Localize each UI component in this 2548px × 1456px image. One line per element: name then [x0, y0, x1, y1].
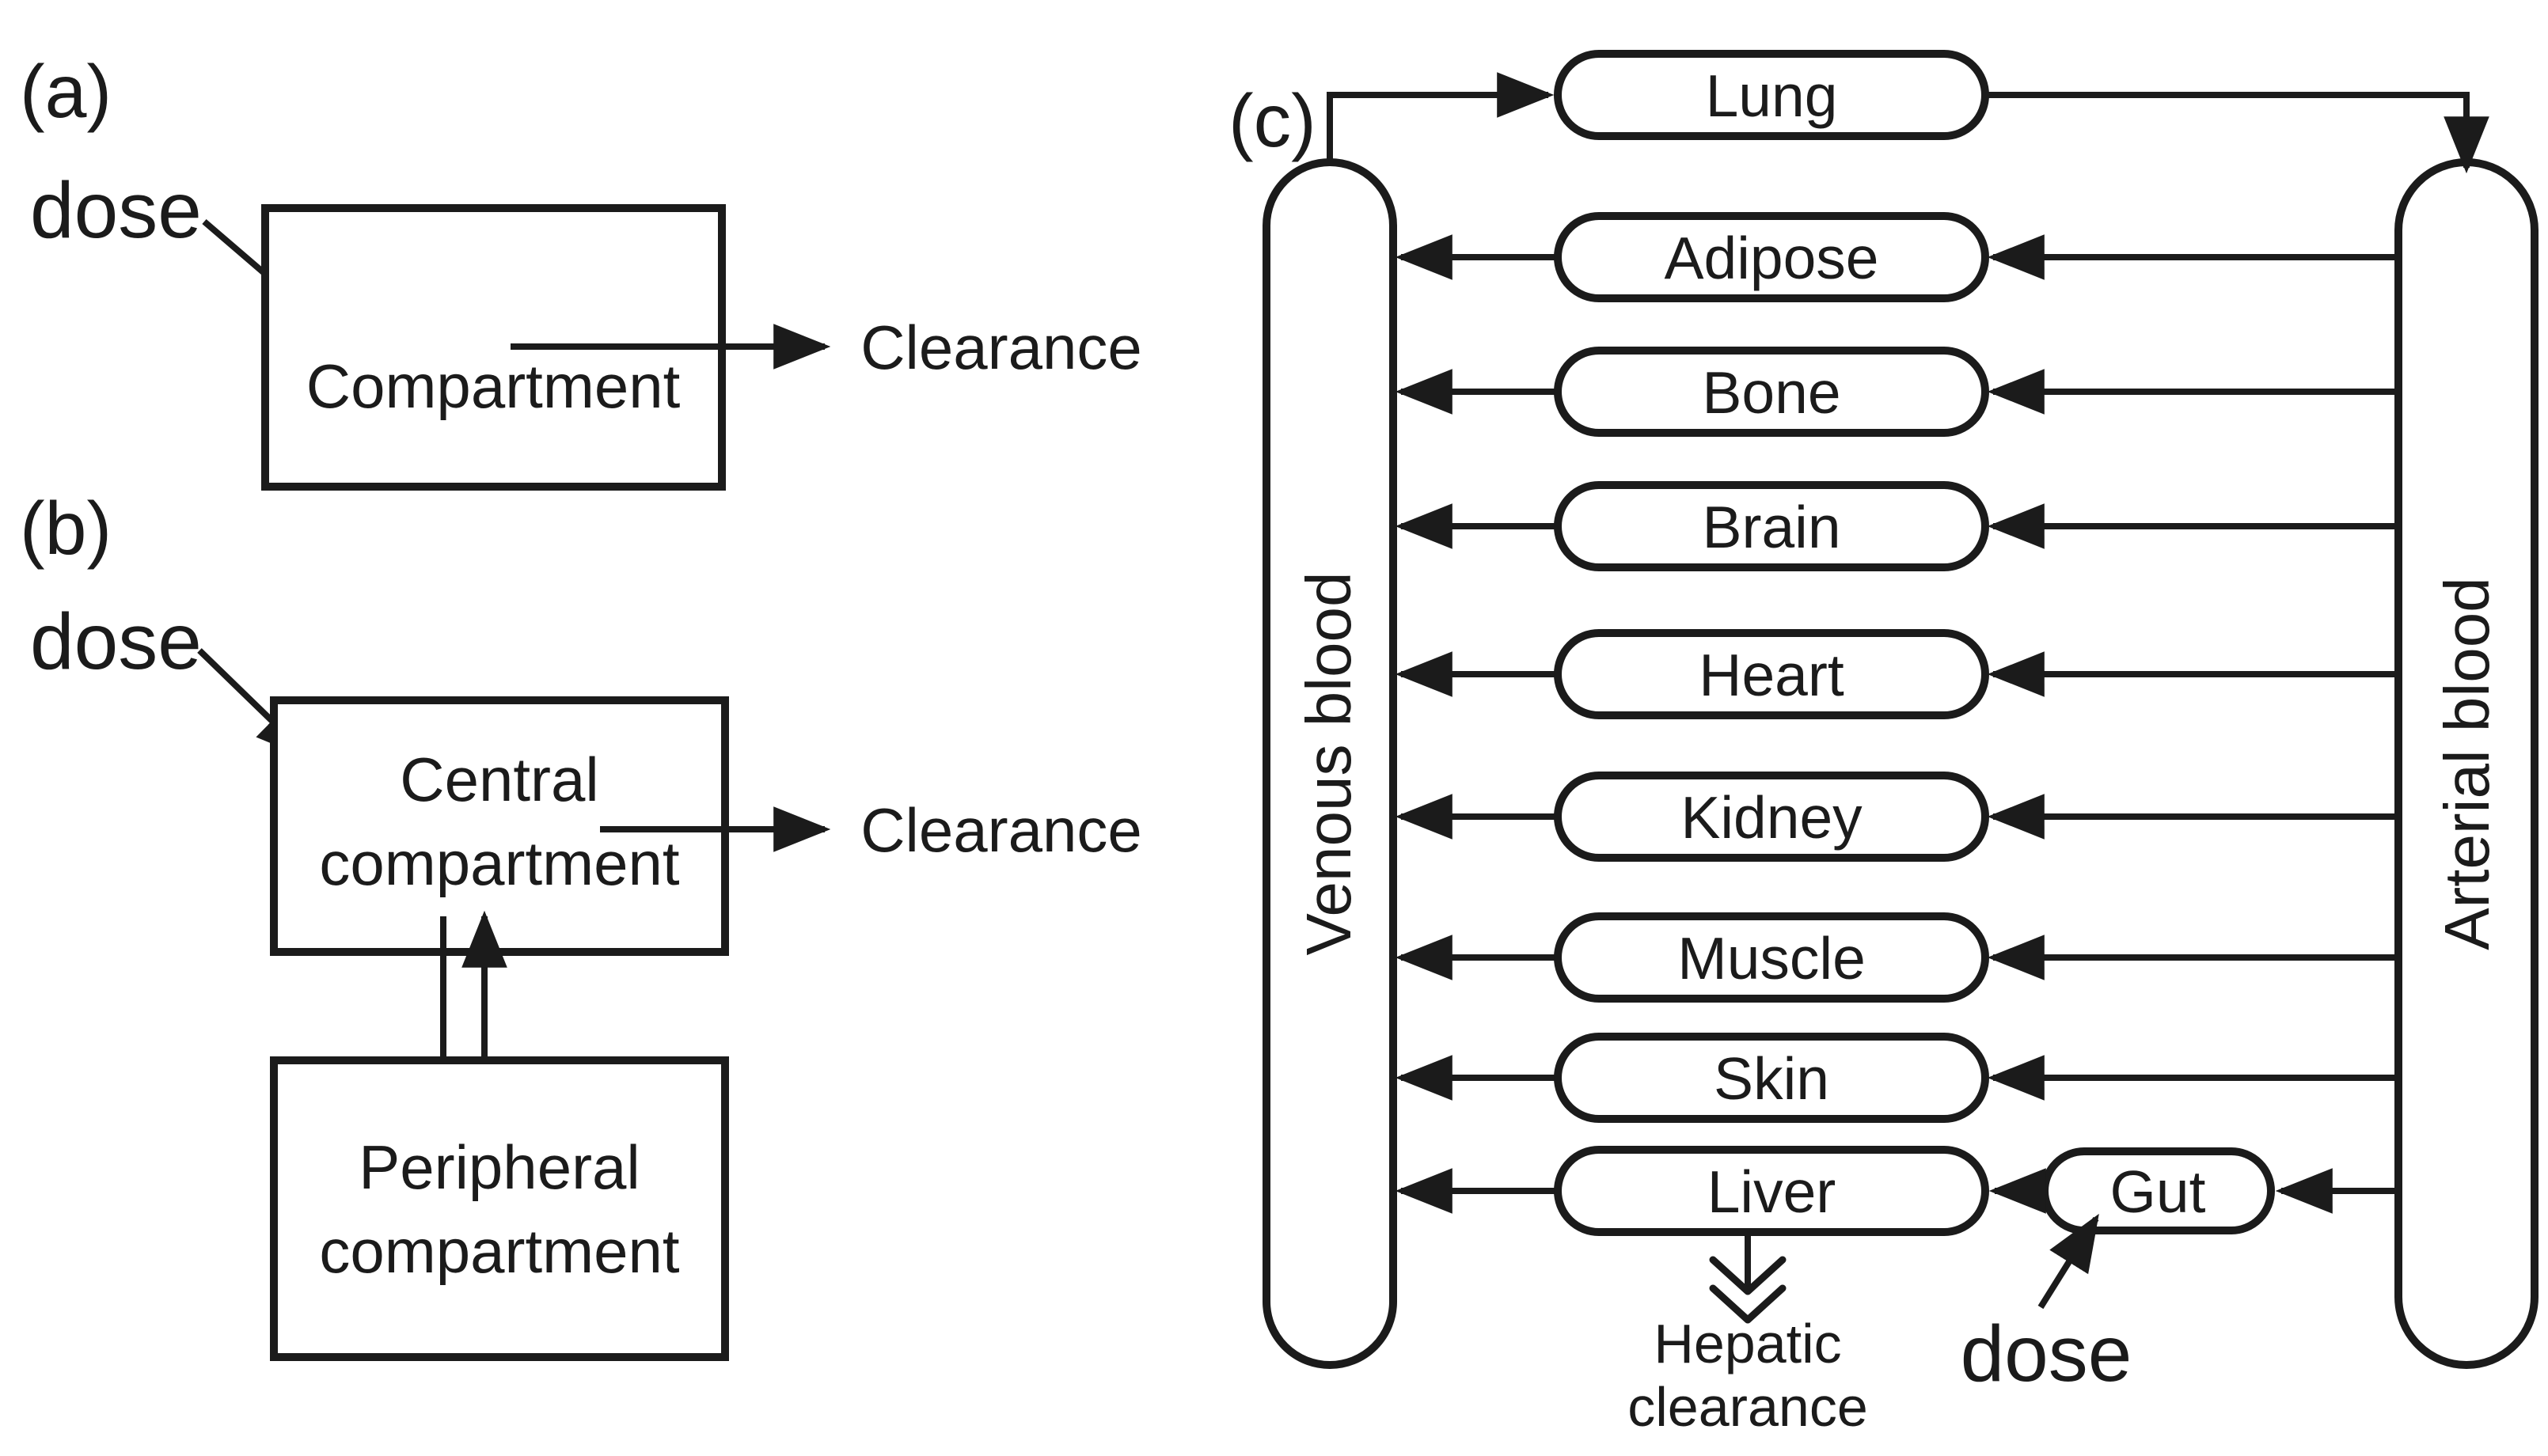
gut-label: Gut — [2110, 1158, 2206, 1225]
hepatic-chevron-1 — [1709, 1256, 1787, 1295]
dose-label-a: dose — [30, 166, 202, 255]
organ-pill-muscle — [1554, 912, 1989, 1003]
organ-pill-adipose — [1554, 212, 1989, 302]
venous-blood-label: Venous blood — [1293, 572, 1364, 956]
panel-c: (c) Venous blood Arterial blood Lung Adi… — [1228, 50, 2539, 1438]
organ-row-muscle: Muscle — [1395, 912, 2400, 1003]
organ-row-liver-gut: Gut Liver — [1395, 1146, 2400, 1236]
peripheral-label-line1: Peripheral — [359, 1132, 640, 1202]
organ-pill-liver — [1554, 1146, 1989, 1236]
dose-label-c: dose — [1961, 1310, 2132, 1398]
brain-label: Brain — [1702, 494, 1840, 560]
kidney-label: Kidney — [1680, 784, 1863, 851]
panel-a: (a) dose Compartment Clearance — [20, 50, 1142, 491]
central-label-line1: Central — [400, 745, 598, 814]
panel-b-label: (b) — [20, 487, 112, 571]
oral-dose-group: dose — [1961, 1213, 2132, 1398]
skin-label: Skin — [1714, 1045, 1829, 1112]
panel-b: (b) dose Central compartment Clearance P… — [20, 487, 1142, 1361]
organ-row-skin: Skin — [1395, 1033, 2400, 1123]
organ-row-bone: Bone — [1395, 347, 2400, 437]
organ-pill-skin — [1554, 1033, 1989, 1123]
arterial-blood-label: Arterial blood — [2432, 577, 2502, 950]
clearance-label-b: Clearance — [860, 795, 1142, 865]
dose-arrow-c — [2037, 1213, 2099, 1310]
adipose-label: Adipose — [1664, 225, 1878, 291]
organ-pill-bone — [1554, 347, 1989, 437]
dose-label-b: dose — [30, 597, 202, 686]
organ-row-adipose: Adipose — [1395, 212, 2400, 302]
panel-a-label: (a) — [20, 50, 112, 134]
organ-row-kidney: Kidney — [1395, 772, 2400, 862]
hepatic-clearance-group: Hepatic clearance — [1627, 1234, 1868, 1438]
organ-row-heart: Heart — [1395, 629, 2400, 719]
organ-row-brain: Brain — [1395, 481, 2400, 571]
organ-pill-kidney — [1554, 772, 1989, 862]
lung-label: Lung — [1706, 63, 1838, 129]
liver-label: Liver — [1707, 1158, 1836, 1225]
hepatic-label-line2: clearance — [1627, 1376, 1868, 1438]
peripheral-compartment-box — [270, 1056, 729, 1361]
peripheral-label-line2: compartment — [319, 1216, 679, 1286]
heart-label: Heart — [1699, 642, 1844, 708]
panel-c-label: (c) — [1228, 79, 1316, 163]
organ-pill-brain — [1554, 481, 1989, 571]
hepatic-label-line1: Hepatic — [1654, 1313, 1841, 1374]
venous-to-lung-arrow — [1327, 72, 1555, 163]
hepatic-chevron-2 — [1709, 1284, 1787, 1324]
muscle-label: Muscle — [1677, 925, 1866, 992]
compartment-label: Compartment — [306, 351, 681, 421]
central-label-line2: compartment — [319, 828, 679, 898]
lung-to-arterial-arrow — [1985, 92, 2489, 174]
clearance-label-a: Clearance — [860, 313, 1142, 382]
organ-pill-heart — [1554, 629, 1989, 719]
bone-label: Bone — [1702, 359, 1840, 426]
